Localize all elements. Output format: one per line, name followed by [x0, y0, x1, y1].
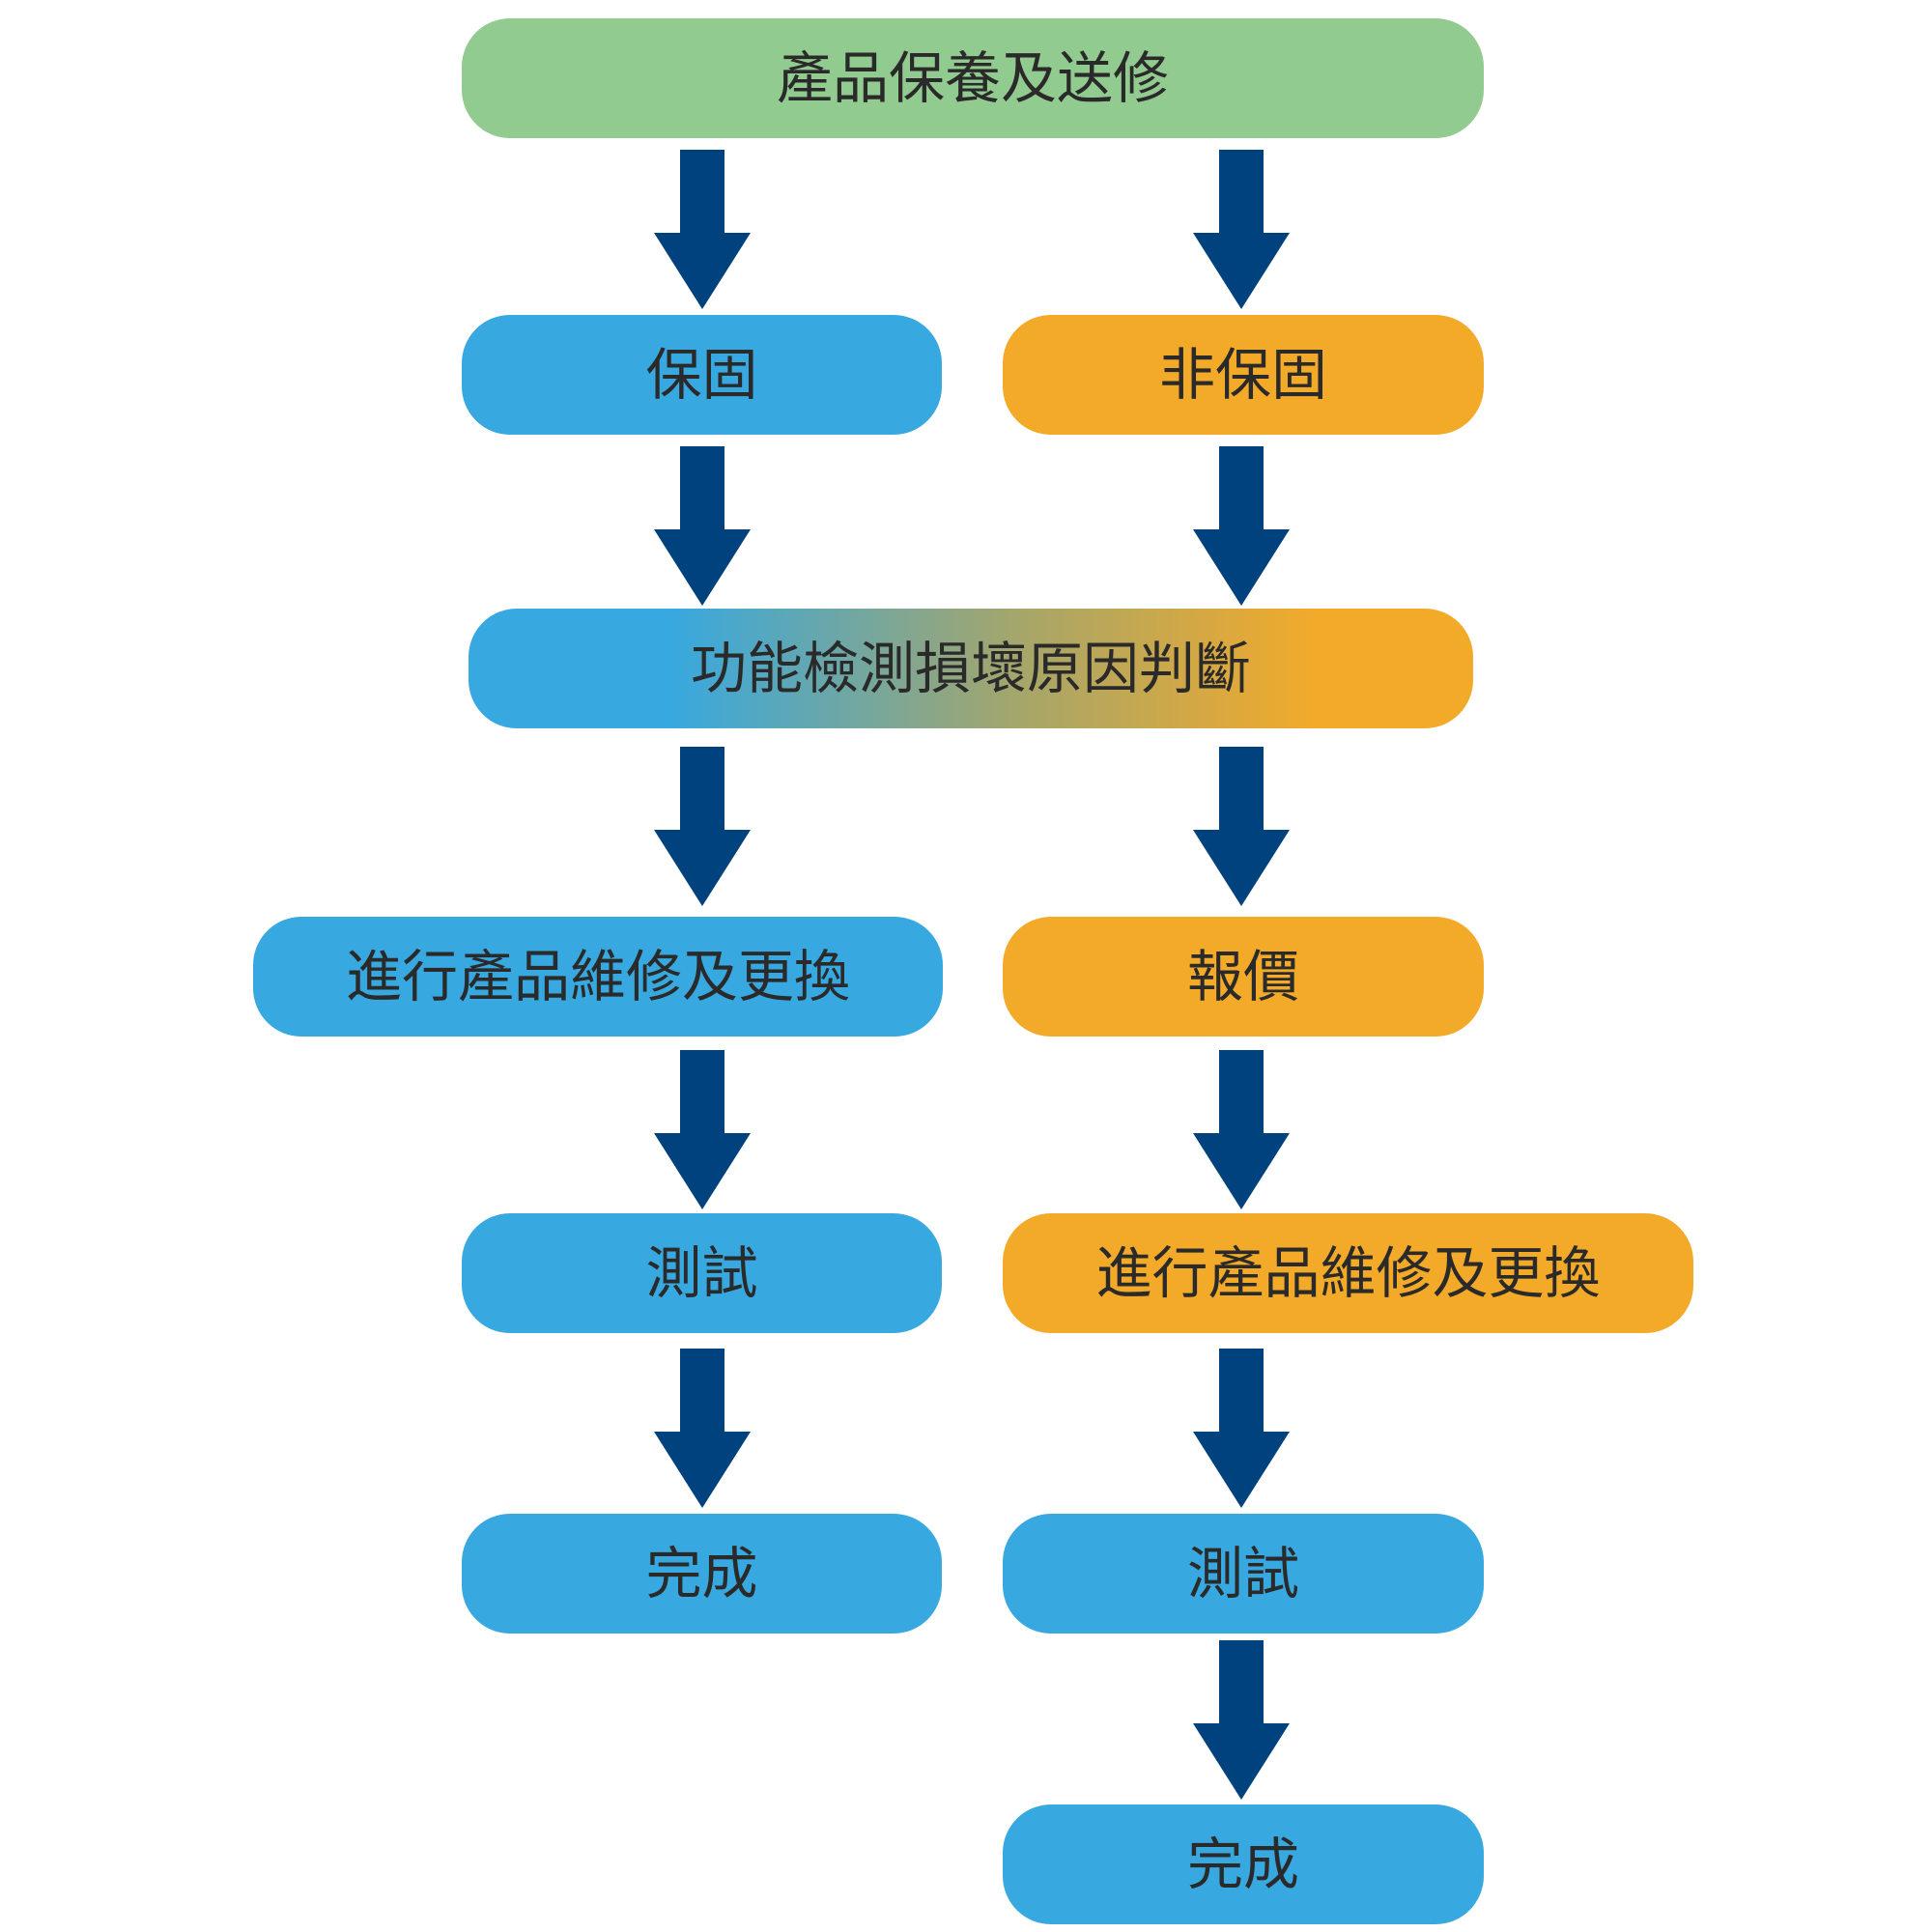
arrow-down-icon — [1193, 1349, 1290, 1508]
node-right-test-label: 測試 — [1186, 1541, 1299, 1606]
node-right-done-label: 完成 — [1186, 1832, 1299, 1897]
arrow-down-icon — [1193, 1640, 1290, 1800]
arrow-down-icon — [654, 446, 751, 606]
node-right-test: 測試 — [1003, 1514, 1484, 1634]
node-inspect-label: 功能檢測損壞原因判斷 — [690, 636, 1251, 701]
node-right-repair-label: 進行產品維修及更換 — [1095, 1240, 1601, 1306]
arrow-down-icon — [1193, 446, 1290, 606]
node-left-repair: 進行產品維修及更換 — [253, 917, 943, 1037]
arrow-down-icon — [1193, 150, 1290, 309]
node-left-test-label: 測試 — [645, 1240, 758, 1306]
node-left-repair-label: 進行產品維修及更換 — [345, 944, 850, 1009]
node-inspect: 功能檢測損壞原因判斷 — [469, 609, 1473, 728]
node-non-warranty-label: 非保固 — [1158, 342, 1327, 408]
arrow-down-icon — [1193, 747, 1290, 906]
node-right-done: 完成 — [1003, 1804, 1484, 1924]
arrow-down-icon — [654, 1349, 751, 1508]
node-left-test: 測試 — [462, 1213, 942, 1333]
arrow-down-icon — [654, 747, 751, 906]
node-non-warranty: 非保固 — [1003, 315, 1484, 435]
arrow-down-icon — [1193, 1050, 1290, 1209]
node-left-done-label: 完成 — [645, 1541, 758, 1606]
node-start-label: 產品保養及送修 — [776, 45, 1169, 111]
node-quote-label: 報價 — [1186, 944, 1299, 1009]
node-right-repair: 進行產品維修及更換 — [1003, 1213, 1693, 1333]
node-left-done: 完成 — [462, 1514, 942, 1634]
node-quote: 報價 — [1003, 917, 1484, 1037]
node-start: 產品保養及送修 — [462, 18, 1484, 138]
node-warranty: 保固 — [462, 315, 942, 435]
arrow-down-icon — [654, 150, 751, 309]
node-warranty-label: 保固 — [645, 342, 758, 408]
arrow-down-icon — [654, 1050, 751, 1209]
